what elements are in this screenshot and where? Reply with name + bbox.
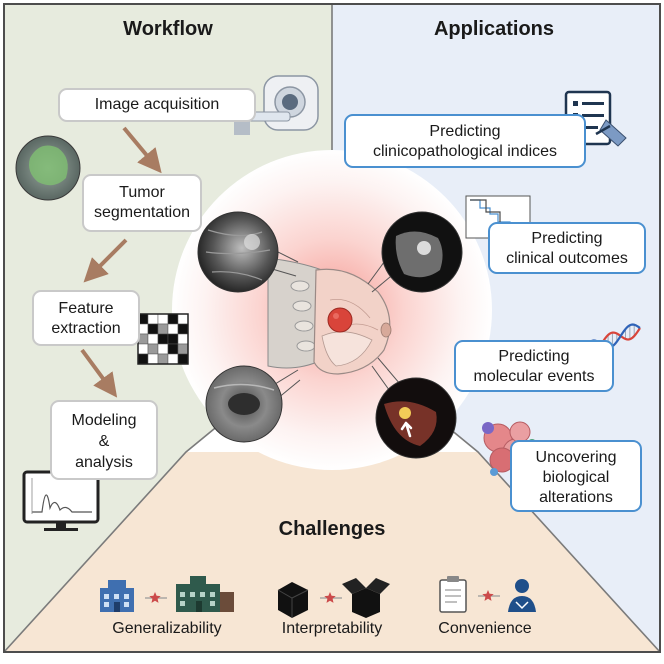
challenge-generalizability: Generalizability (112, 620, 222, 637)
hospitals-icon (100, 576, 234, 612)
application-label: clinical outcomes (506, 250, 628, 267)
black-box-icon (277, 578, 390, 618)
challenge-interpretability: Interpretability (281, 620, 383, 637)
workflow-step-label: Tumor (119, 184, 165, 201)
application-label: alterations (539, 489, 613, 506)
application-molecular-events: Predicting molecular events (454, 340, 614, 392)
breast-anatomy-icon (267, 257, 392, 375)
segmented-tumor-icon (15, 135, 81, 201)
workflow-step-tumor-segmentation: Tumor segmentation (82, 174, 202, 232)
application-biological-alterations: Uncovering biological alterations (510, 440, 642, 512)
mri-scanner-icon (227, 75, 319, 135)
challenges-title: Challenges (278, 518, 386, 540)
workflow-step-label: segmentation (93, 204, 191, 221)
workflow-title: Workflow (123, 18, 213, 40)
applications-title: Applications (433, 18, 554, 40)
workflow-step-image-acquisition: Image acquisition (58, 88, 256, 122)
feature-matrix-icon (137, 313, 189, 365)
tumor-icon (327, 307, 353, 333)
application-label: Predicting (531, 230, 603, 247)
monitor-chart-icon (22, 470, 100, 531)
application-label: molecular events (473, 368, 595, 385)
application-label: clinicopathological indices (372, 143, 558, 160)
workflow-step-label: Modeling (71, 412, 137, 429)
application-label: Uncovering (535, 449, 617, 466)
application-label: biological (542, 469, 610, 486)
challenges-panel (4, 452, 660, 652)
workflow-step-label: Image acquisition (94, 96, 220, 113)
mri-breast-icon (381, 211, 463, 293)
workflow-step-label: Feature (58, 300, 114, 317)
workflow-step-feature-extraction: Feature extraction (32, 290, 140, 346)
mammogram-icon (197, 211, 279, 293)
application-clinicopathological: Predicting clinicopathological indices (344, 114, 586, 168)
workflow-step-label: extraction (51, 320, 121, 337)
application-label: Predicting (429, 123, 501, 140)
star-connectors (145, 590, 500, 603)
clipboard-doctor-icon (439, 576, 536, 613)
challenge-convenience: Convenience (438, 620, 532, 637)
application-clinical-outcomes: Predicting clinical outcomes (488, 222, 646, 274)
workflow-step-modeling-analysis: Modeling & analysis (50, 400, 158, 480)
ultrasound-icon (205, 365, 283, 443)
workflow-step-label: analysis (75, 454, 133, 471)
application-label: Predicting (498, 348, 570, 365)
pet-ct-icon (375, 377, 457, 459)
workflow-step-label: & (98, 433, 110, 450)
